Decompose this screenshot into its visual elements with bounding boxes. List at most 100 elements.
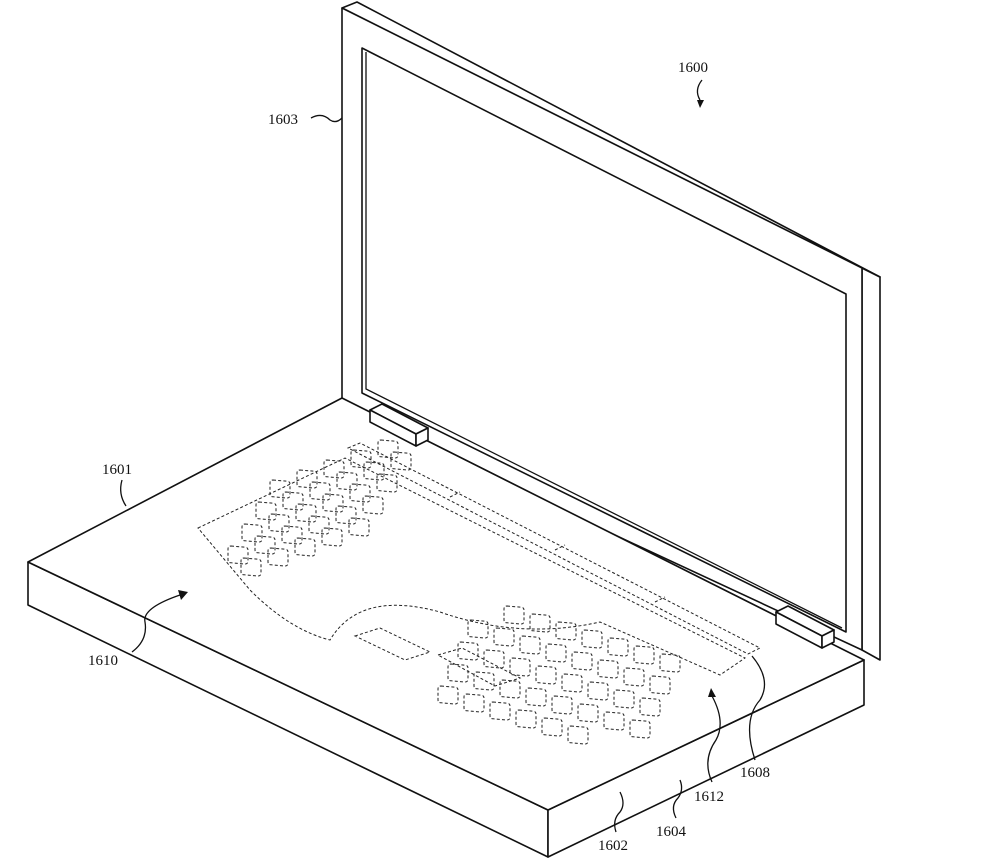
key [362,495,384,515]
key [269,479,291,499]
key [555,621,577,641]
right-key-cluster [437,605,681,745]
key [241,523,263,543]
screen-inner-edge [365,52,843,629]
key [323,459,345,479]
key [281,525,303,545]
key [309,481,331,501]
lid-side-edge [861,267,881,661]
key [335,505,357,525]
key [473,671,495,691]
key [577,703,599,723]
ref-1610: 1610 [88,653,118,669]
function-row [346,442,762,655]
key [503,605,525,625]
ref-1608: 1608 [740,765,770,781]
key [515,709,537,729]
leader-1603 [310,114,343,123]
arrowhead-1600 [697,100,704,108]
key [467,619,489,639]
key [551,695,573,715]
key [437,685,459,705]
key [363,461,385,481]
key [525,687,547,707]
leader-1610 [131,594,181,653]
left-key-cluster [227,439,412,577]
space-key [353,627,432,661]
key [321,527,343,547]
key [322,493,344,513]
key [629,719,651,739]
hinge-left [369,403,429,447]
key [240,557,262,577]
key [390,451,412,471]
ref-1612: 1612 [694,789,724,805]
key [649,675,671,695]
key [561,673,583,693]
key [350,449,372,469]
key [633,645,655,665]
key [377,439,399,459]
reference-numerals: 1600 1603 1601 1610 1608 1612 1602 1604 [88,60,770,854]
key [541,717,563,737]
ref-1603: 1603 [268,112,298,128]
key [489,701,511,721]
arrowhead-1612 [708,688,716,697]
hinge-right [775,605,835,649]
leader-1604 [672,779,683,819]
key [267,547,289,567]
key [296,469,318,489]
key [282,491,304,511]
key [348,517,370,537]
key [587,681,609,701]
key [581,629,603,649]
key [567,725,589,745]
leader-lines [120,79,766,833]
key [349,483,371,503]
leader-1612 [707,695,721,783]
key [336,471,358,491]
key [447,663,469,683]
key [376,473,398,493]
key [529,613,551,633]
key [457,641,479,661]
space-key-right [436,647,522,687]
ref-1601: 1601 [102,462,132,478]
key [509,657,531,677]
key [254,535,276,555]
leader-1608 [748,655,766,761]
key [623,667,645,687]
arrowhead-1610 [178,590,188,600]
key [308,515,330,535]
ref-1604: 1604 [656,824,687,840]
display-screen [361,47,847,633]
key [519,635,541,655]
key [483,649,505,669]
key [639,697,661,717]
base-top-surface [27,397,865,811]
keyboard-region [197,439,762,745]
key [294,537,316,557]
ergonomic-keyboard-outline [197,457,746,676]
key [535,665,557,685]
leader-1601 [120,479,127,507]
key [463,693,485,713]
display-lid [341,1,881,661]
key [255,501,277,521]
key [268,513,290,533]
leader-1600 [696,79,703,101]
key [493,627,515,647]
key [607,637,629,657]
key [659,653,681,673]
key [545,643,567,663]
ref-1600: 1600 [678,60,708,76]
key [597,659,619,679]
key [499,679,521,699]
key [295,503,317,523]
key [227,545,249,565]
key [613,689,635,709]
key [603,711,625,731]
base [27,397,865,858]
